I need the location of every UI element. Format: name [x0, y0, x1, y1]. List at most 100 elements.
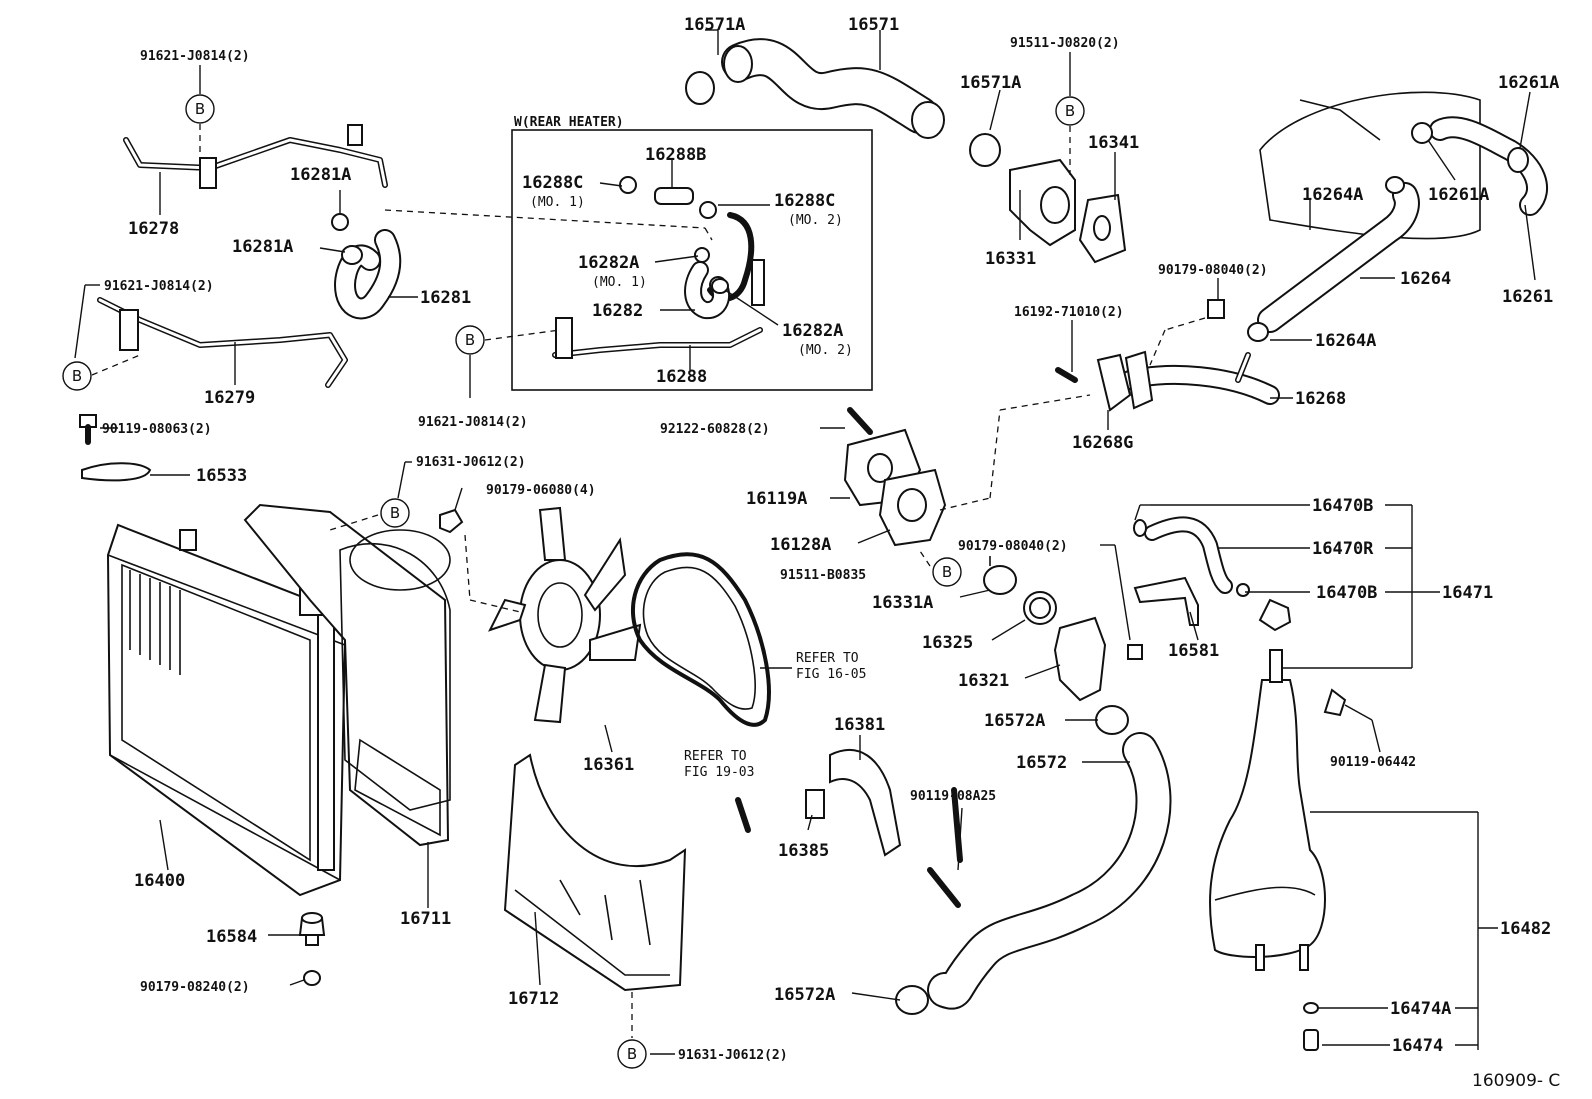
- note-16282A-b: (MO. 2): [798, 343, 853, 358]
- clamp-16572A-low: [895, 985, 929, 1015]
- label-16261A-top: 16261A: [1498, 73, 1559, 93]
- thermostat-assembly: [983, 556, 1143, 735]
- note-16288C-a: (MO. 1): [530, 195, 585, 210]
- clamp-16281A-b: [341, 245, 363, 265]
- svg-text:B: B: [465, 331, 475, 349]
- ref-b-6: B: [932, 557, 962, 587]
- label-16471: 16471: [1442, 583, 1493, 603]
- svg-text:B: B: [72, 367, 82, 385]
- drain-cock: [298, 912, 326, 986]
- clamp-16571A-mid: [969, 133, 1001, 167]
- diagram-id: 160909- C: [1472, 1071, 1560, 1091]
- note-refer-19-03-line1: REFER TO: [684, 749, 747, 764]
- ref-b-7: B: [617, 1039, 647, 1069]
- label-91621-J0814-b: 91621-J0814(2): [104, 279, 214, 294]
- label-16325: 16325: [922, 633, 973, 653]
- label-91631-J0612-a: 91631-J0612(2): [416, 455, 526, 470]
- label-16281: 16281: [420, 288, 471, 308]
- ref-circles: B B B B B B B: [62, 94, 1085, 1069]
- label-16288C-a: 16288C: [522, 173, 583, 193]
- thermostat-16331A: [983, 565, 1017, 595]
- clamp-16572A-top: [1095, 705, 1129, 735]
- label-16474A: 16474A: [1390, 999, 1451, 1019]
- label-91511-J0820: 91511-J0820(2): [1010, 36, 1120, 51]
- label-91621-J0814-c: 91621-J0814(2): [418, 415, 528, 430]
- label-16581: 16581: [1168, 641, 1219, 661]
- bolt-fig19: [735, 797, 751, 833]
- label-16584: 16584: [206, 927, 257, 947]
- label-16571A-top: 16571A: [684, 15, 745, 35]
- leader-lines: [74, 29, 1536, 1055]
- label-90179-08040-mid: 90179-08040(2): [958, 539, 1068, 554]
- nut-90179-08240: [303, 970, 321, 986]
- water-inlet-flange: [843, 407, 947, 547]
- label-16533: 16533: [196, 466, 247, 486]
- label-16482: 16482: [1500, 919, 1551, 939]
- label-16321: 16321: [958, 671, 1009, 691]
- label-16470R: 16470R: [1312, 539, 1374, 559]
- label-16331: 16331: [985, 249, 1036, 269]
- fan-shroud-16712: [503, 753, 687, 992]
- label-90119-06442: 90119-06442: [1330, 755, 1416, 770]
- clamp-16261A-top: [1507, 147, 1529, 173]
- label-16264A-top: 16264A: [1302, 185, 1363, 205]
- note-refer-16-05-line1: REFER TO: [796, 651, 859, 666]
- label-16571A-mid: 16571A: [960, 73, 1021, 93]
- label-16288B: 16288B: [645, 145, 706, 165]
- label-16712: 16712: [508, 989, 559, 1009]
- label-16264A-low: 16264A: [1315, 331, 1376, 351]
- label-16571: 16571: [848, 15, 899, 35]
- note-16282A-a: (MO. 1): [592, 275, 647, 290]
- part-labels: 16571A 16571 91511-J0820(2) 16571A 16341…: [102, 15, 1560, 1091]
- clamp-16281A-a: [331, 213, 349, 231]
- upper-radiator-hose: [685, 38, 1001, 167]
- label-90119-08063: 90119-08063(2): [102, 422, 212, 437]
- label-16711: 16711: [400, 909, 451, 929]
- fan-shroud-16711: [243, 503, 451, 847]
- label-16282A-a: 16282A: [578, 253, 639, 273]
- overflow-hose: [1133, 516, 1292, 632]
- note-16288C-b: (MO. 2): [788, 213, 843, 228]
- stud-16192: [1055, 367, 1078, 383]
- label-90179-08040-top: 90179-08040(2): [1158, 263, 1268, 278]
- label-16268G: 16268G: [1072, 433, 1133, 453]
- clamp-16474A: [1303, 1002, 1319, 1014]
- label-16361: 16361: [583, 755, 634, 775]
- label-16268: 16268: [1295, 389, 1346, 409]
- cooling-fan-16361: [488, 506, 642, 724]
- svg-text:B: B: [195, 100, 205, 118]
- label-90119-08A25: 90119-08A25: [910, 789, 996, 804]
- rear-heater-parts: [552, 176, 765, 359]
- label-16261: 16261: [1502, 287, 1553, 307]
- label-16385: 16385: [778, 841, 829, 861]
- label-90179-08240: 90179-08240(2): [140, 980, 250, 995]
- ref-b-1: B: [185, 94, 215, 124]
- part-16385: [805, 789, 825, 819]
- label-16119A: 16119A: [746, 489, 807, 509]
- ref-b-3: B: [455, 325, 485, 355]
- label-16331A: 16331A: [872, 593, 933, 613]
- reservoir-16482: [1209, 649, 1347, 1051]
- label-16282A-b: 16282A: [782, 321, 843, 341]
- label-16572A-top: 16572A: [984, 711, 1045, 731]
- label-16288: 16288: [656, 367, 707, 387]
- label-16128A: 16128A: [770, 535, 831, 555]
- inlet-16321: [1053, 616, 1107, 702]
- bracket-16381: [735, 749, 902, 857]
- small-parts-left: [79, 414, 464, 534]
- rear-heater-frame: [511, 129, 873, 391]
- heater-hoses-right: [1207, 91, 1548, 342]
- label-16288C-b: 16288C: [774, 191, 835, 211]
- svg-text:B: B: [627, 1045, 637, 1063]
- seal-16533: [81, 462, 152, 482]
- ref-b-2: B: [62, 361, 92, 391]
- gasket-16268G: [1096, 353, 1132, 412]
- label-91631-J0612-b: 91631-J0612(2): [678, 1048, 788, 1063]
- clamp-16264A-top: [1385, 176, 1405, 194]
- ref-b-4: B: [1055, 96, 1085, 126]
- nut-90179-08040-mid: [1127, 644, 1143, 660]
- label-16572A-low: 16572A: [774, 985, 835, 1005]
- hose-16474: [1303, 1029, 1319, 1051]
- label-91511-B0835: 91511-B0835: [780, 568, 866, 583]
